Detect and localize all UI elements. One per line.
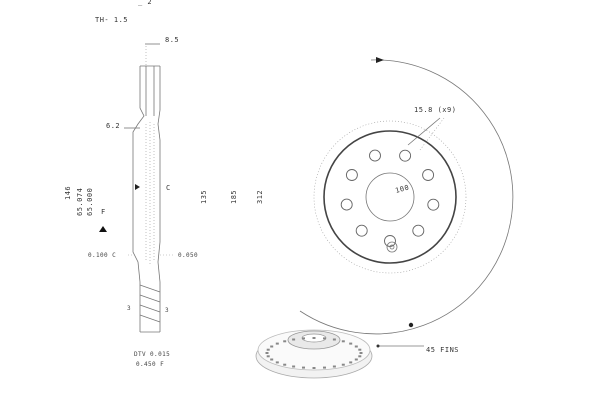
bolt-hole — [427, 198, 440, 211]
datum-f-label: F — [101, 208, 106, 216]
top-partial-label: _ 2 — [138, 0, 152, 6]
perspective-vent — [359, 352, 363, 354]
perspective-vent — [323, 366, 326, 369]
perspective-vent — [312, 337, 316, 339]
disc-perspective-view — [255, 329, 373, 379]
dtv-tolerance: DTV 0.015 — [134, 351, 170, 358]
hub-diameter-label: 100 — [394, 184, 410, 195]
thickness-note: TH- 1.5 — [95, 16, 128, 24]
perspective-vent — [358, 355, 362, 358]
dim-65-074-label: 65.074 — [76, 188, 84, 216]
perspective-vent — [341, 363, 345, 366]
dim-8-5-label: 8.5 — [165, 36, 179, 44]
dim-312-label: 312 — [256, 190, 264, 204]
flatness-tolerance: 0.450 F — [136, 361, 164, 368]
perspective-vent — [266, 348, 270, 351]
perspective-vent — [341, 340, 345, 343]
dim-185-label: 185 — [230, 190, 238, 204]
perspective-vent — [283, 340, 287, 343]
bolt-hole — [399, 149, 412, 162]
perspective-vent — [270, 345, 274, 348]
tol-right-label: 0.050 — [178, 252, 198, 259]
perspective-vent — [270, 358, 274, 361]
locating-pin — [386, 241, 398, 253]
perspective-vent — [349, 342, 353, 345]
bolt-hole — [345, 169, 358, 181]
dim-6-2-label: 6.2 — [106, 122, 120, 130]
perspective-vent — [292, 338, 296, 341]
cross-section-view: _ 2 TH- 1.5 8.5 6.2 146 65.074 65.000 F — [64, 0, 264, 368]
bolt-hole-leader — [407, 117, 441, 146]
bolt-hole — [422, 169, 435, 181]
perspective-vent — [275, 342, 279, 345]
datum-f-triangle — [99, 226, 107, 232]
perspective-vent — [312, 367, 316, 369]
perspective-vent — [265, 352, 269, 354]
friction-ring-outer — [313, 120, 467, 274]
dim-65-000-label: 65.000 — [86, 188, 94, 216]
front-view: 100 15.8 (x9) 45 FINS — [299, 57, 514, 354]
datum-c-label: C — [166, 184, 171, 192]
hub-ring — [323, 130, 457, 264]
datum-c-arrow — [135, 184, 140, 190]
rotation-arrow-top — [376, 57, 384, 63]
fins-leader-dot — [376, 344, 380, 348]
locating-pin-inner — [389, 244, 395, 250]
bolt-holes — [340, 149, 440, 247]
section-hatch — [139, 122, 161, 323]
perspective-disc-face — [257, 329, 371, 371]
mark-3-right: 3 — [165, 307, 169, 314]
fins-label: 45 FINS — [426, 346, 459, 354]
bolt-hole-label: 15.8 (x9) — [414, 106, 456, 114]
perspective-vent — [275, 361, 279, 364]
perspective-vent — [332, 338, 336, 341]
perspective-vents — [265, 337, 363, 369]
dim-135-label: 135 — [200, 190, 208, 204]
center-bore — [365, 172, 415, 222]
perspective-vent — [332, 365, 336, 368]
perspective-vent — [358, 348, 362, 351]
perspective-vent — [302, 366, 305, 369]
bolt-hole — [355, 224, 368, 237]
bolt-hole — [412, 224, 425, 237]
perspective-vent — [354, 345, 358, 348]
mark-3-left: 3 — [127, 305, 131, 312]
rotation-dot-bottom — [408, 322, 414, 328]
perspective-vent — [302, 337, 305, 340]
bolt-hole-leader-2 — [419, 117, 445, 151]
perspective-vent — [292, 365, 296, 368]
bolt-hole — [384, 235, 396, 247]
perspective-vent — [283, 363, 287, 366]
perspective-vent — [323, 337, 326, 340]
perspective-vent — [266, 355, 270, 358]
bolt-hole — [369, 149, 381, 162]
disc-outer-edge — [299, 59, 514, 335]
tol-left-label: 0.100 C — [88, 252, 116, 259]
bolt-hole — [340, 198, 353, 211]
dim-146-label: 146 — [64, 186, 72, 200]
perspective-vent — [354, 358, 358, 361]
perspective-vent — [349, 361, 353, 364]
section-outline — [132, 65, 161, 333]
